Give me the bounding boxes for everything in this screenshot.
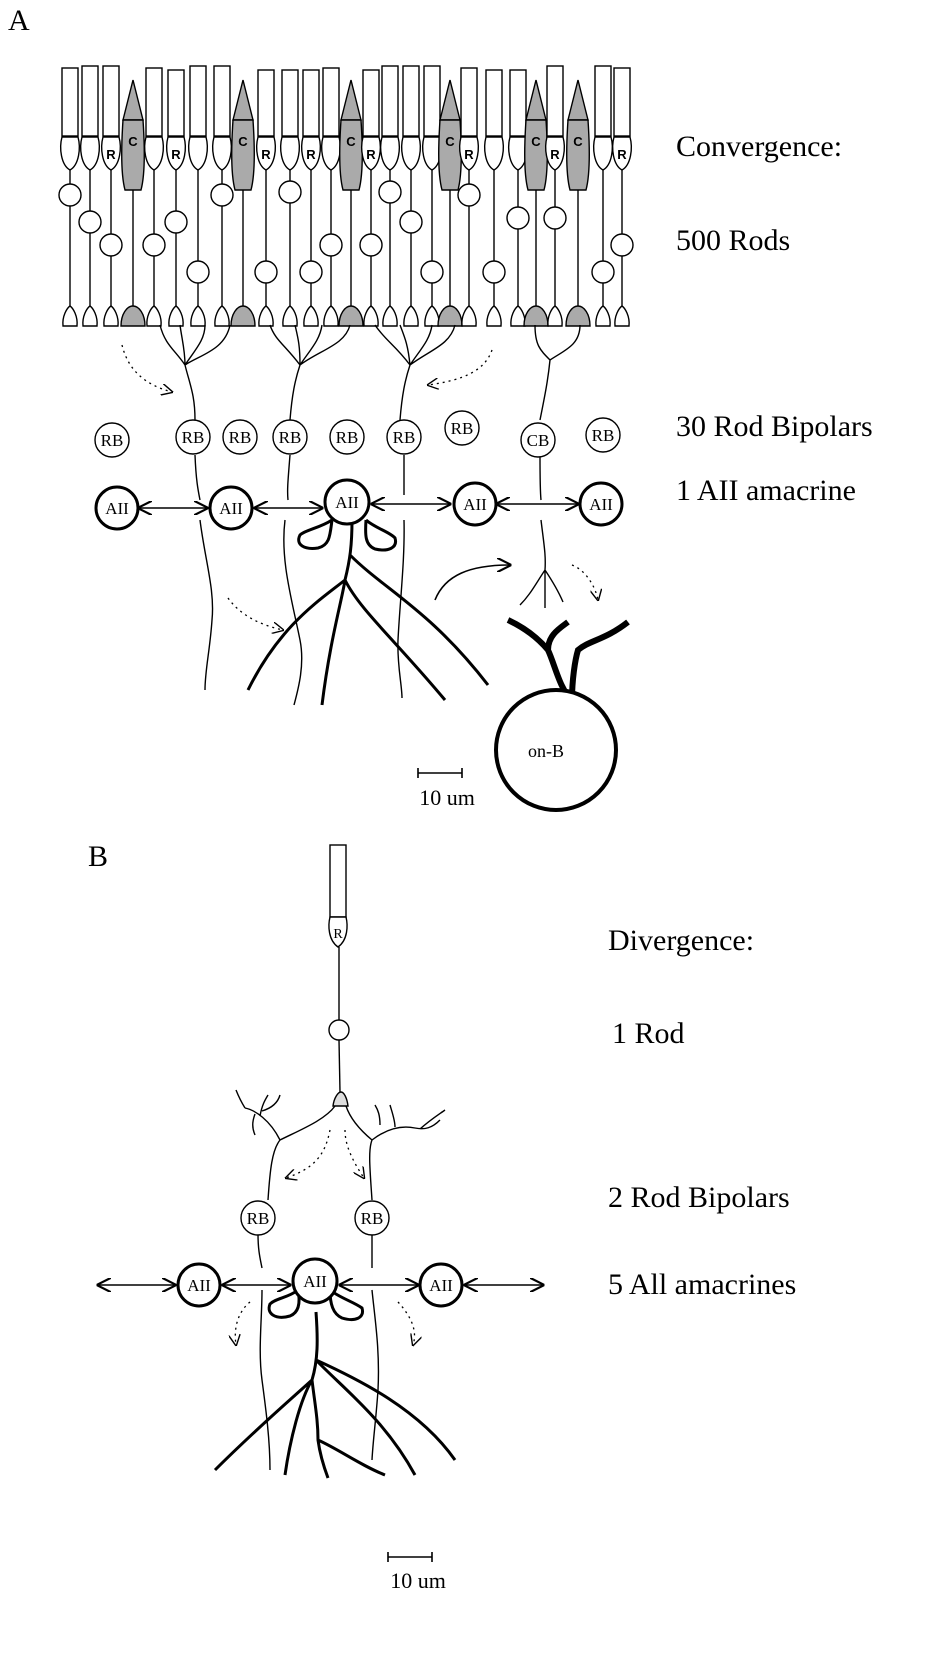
- svg-text:AII: AII: [463, 495, 487, 514]
- svg-text:CB: CB: [527, 431, 550, 450]
- svg-text:C: C: [238, 134, 248, 149]
- rb-cell: RB: [223, 420, 257, 454]
- svg-text:R: R: [464, 147, 474, 162]
- rb-cell: RB: [586, 418, 620, 452]
- rb-cell: RB: [95, 423, 129, 457]
- aii-cell: AII: [96, 487, 138, 529]
- b-aii-dendrites: [215, 1290, 455, 1478]
- aii-cell: AII: [325, 480, 369, 524]
- b-dotted-arrows: [235, 1130, 414, 1345]
- svg-text:R: R: [550, 147, 560, 162]
- svg-text:C: C: [445, 134, 455, 149]
- label-divergence: Divergence:: [608, 924, 754, 957]
- panel-b-letter: B: [88, 840, 108, 873]
- svg-text:R: R: [261, 147, 271, 162]
- aii-amacrine-row: AII AII AII AII AII: [96, 480, 622, 529]
- svg-text:RB: RB: [101, 431, 124, 450]
- svg-text:R: R: [306, 147, 316, 162]
- rb-cell: RB: [355, 1201, 389, 1235]
- label-1-aii-amacrine: 1 AII amacrine: [676, 474, 856, 507]
- b-aii-row: AII AII AII: [98, 1259, 543, 1306]
- svg-text:RB: RB: [393, 428, 416, 447]
- label-30-rod-bipolars: 30 Rod Bipolars: [676, 410, 873, 443]
- svg-text:C: C: [573, 134, 583, 149]
- aii-cell: AII: [454, 483, 496, 525]
- rb-cell: RB: [273, 420, 307, 454]
- on-b-ganglion-cell: on-B: [496, 620, 628, 810]
- scale-label-b: 10 um: [390, 1568, 446, 1593]
- label-2-rod-bipolars: 2 Rod Bipolars: [608, 1181, 790, 1214]
- svg-text:R: R: [171, 147, 181, 162]
- rod-letter-b: R: [333, 927, 343, 942]
- svg-text:R: R: [366, 147, 376, 162]
- aii-cell: AII: [178, 1264, 220, 1306]
- svg-text:RB: RB: [451, 419, 474, 438]
- b-rod-bipolars: RB RB: [241, 1201, 389, 1235]
- panel-a-letter: A: [8, 4, 30, 37]
- svg-text:RB: RB: [592, 426, 615, 445]
- label-500-rods: 500 Rods: [676, 224, 790, 257]
- svg-text:RB: RB: [279, 428, 302, 447]
- label-1-rod: 1 Rod: [612, 1017, 685, 1050]
- svg-text:C: C: [128, 134, 138, 149]
- svg-text:AII: AII: [105, 499, 129, 518]
- rb-cell: RB: [241, 1201, 275, 1235]
- svg-text:RB: RB: [182, 428, 205, 447]
- ganglion-label: on-B: [528, 741, 564, 761]
- svg-text:RB: RB: [247, 1209, 270, 1228]
- svg-text:RB: RB: [361, 1209, 384, 1228]
- svg-text:C: C: [346, 134, 356, 149]
- solid-arrow: [435, 565, 510, 600]
- scale-bar-a: 10 um: [418, 768, 475, 810]
- svg-text:R: R: [617, 147, 627, 162]
- svg-text:RB: RB: [229, 428, 252, 447]
- svg-text:C: C: [531, 134, 541, 149]
- label-5-all-amacrines: 5 All amacrines: [608, 1268, 796, 1301]
- svg-text:AII: AII: [335, 493, 359, 512]
- bipolar-dendrites: [160, 325, 580, 420]
- rb-cell: RB: [387, 420, 421, 454]
- svg-text:RB: RB: [336, 428, 359, 447]
- panel-b: B R: [88, 840, 796, 1593]
- svg-text:AII: AII: [589, 495, 613, 514]
- rod-bipolar-cells: RB RB RB RB RB RB RB CB RB: [95, 411, 620, 457]
- scale-bar-b: 10 um: [388, 1552, 446, 1593]
- svg-text:R: R: [106, 147, 116, 162]
- svg-text:AII: AII: [303, 1272, 327, 1291]
- rb-cell: RB: [445, 411, 479, 445]
- scale-label-a: 10 um: [419, 785, 475, 810]
- svg-text:AII: AII: [187, 1276, 211, 1295]
- aii-cell: AII: [420, 1264, 462, 1306]
- cb-cell: CB: [521, 423, 555, 457]
- rb-cell: RB: [176, 420, 210, 454]
- svg-text:AII: AII: [429, 1276, 453, 1295]
- svg-text:AII: AII: [219, 499, 243, 518]
- aii-cell: AII: [293, 1259, 337, 1303]
- single-rod: [329, 845, 349, 1106]
- rb-cell: RB: [330, 420, 364, 454]
- aii-cell: AII: [580, 483, 622, 525]
- aii-cell: AII: [210, 487, 252, 529]
- label-convergence: Convergence:: [676, 130, 842, 163]
